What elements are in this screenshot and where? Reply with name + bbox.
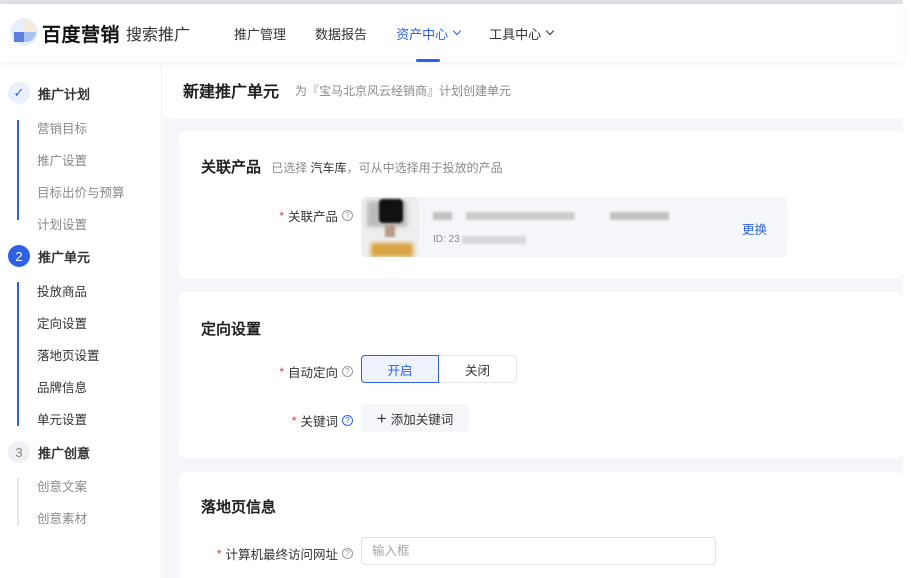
step-promotion-unit[interactable]: 2 推广单元 xyxy=(8,245,90,267)
step-promotion-plan[interactable]: ✓ 推广计划 xyxy=(8,82,90,104)
page-subtitle: 为『宝马北京风云经销商』计划创建单元 xyxy=(295,83,512,98)
keyword-label: * 关键词 ? xyxy=(239,411,353,430)
section-title: 关联产品 已选择 汽车库，可从中选择用于投放的产品 xyxy=(201,156,503,177)
sidebar-item-plan-settings[interactable]: 计划设置 xyxy=(37,218,88,232)
page-header: 新建推广单元 为『宝马北京风云经销商』计划创建单元 xyxy=(163,62,903,118)
replace-product-button[interactable]: 更换 xyxy=(741,223,767,237)
browser-top-strip xyxy=(0,0,903,4)
sidebar-item-landing-page[interactable]: 落地页设置 xyxy=(37,349,100,363)
step-label: 推广创意 xyxy=(38,445,91,461)
check-icon: ✓ xyxy=(8,82,30,104)
product-thumbnail xyxy=(361,197,419,257)
sidebar-item-brand-info[interactable]: 品牌信息 xyxy=(37,381,88,395)
required-asterisk: * xyxy=(216,546,222,561)
product-section: 关联产品 已选择 汽车库，可从中选择用于投放的产品 * 关联产品 ? ID: 2… xyxy=(179,131,903,278)
auto-targeting-toggle: 开启 关闭 xyxy=(361,355,517,383)
logo-brand: 百度营销 xyxy=(42,24,121,46)
logo[interactable]: 百度营销 搜索推广 xyxy=(10,18,190,48)
section-title: 落地页信息 xyxy=(201,499,277,516)
sidebar-item-targeting[interactable]: 定向设置 xyxy=(37,317,88,331)
nav-tool-center[interactable]: 工具中心 xyxy=(489,4,555,62)
section-title: 定向设置 xyxy=(201,321,262,338)
auto-targeting-off-button[interactable]: 关闭 xyxy=(439,355,517,383)
chevron-down-icon xyxy=(452,26,462,36)
step-promotion-creative[interactable]: 3 推广创意 xyxy=(8,441,90,463)
nav-label: 资产中心 xyxy=(396,26,449,42)
step-progress-line xyxy=(17,120,19,220)
nav-asset-center[interactable]: 资产中心 xyxy=(396,4,462,62)
required-asterisk: * xyxy=(279,208,284,223)
page-title: 新建推广单元 xyxy=(183,84,280,101)
help-icon[interactable]: ? xyxy=(342,210,353,221)
url-field-label: * 计算机最终访问网址 ? xyxy=(199,544,353,563)
step-progress-line xyxy=(17,478,19,526)
chevron-down-icon xyxy=(545,26,555,36)
nav-promotion-management[interactable]: 推广管理 xyxy=(234,4,286,62)
required-asterisk: * xyxy=(279,364,284,379)
required-asterisk: * xyxy=(291,413,297,428)
nav-label: 工具中心 xyxy=(489,26,542,42)
plus-icon: + xyxy=(376,408,387,428)
add-keyword-button[interactable]: + 添加关键词 xyxy=(361,404,469,432)
baidu-marketing-logo-icon xyxy=(10,18,40,48)
auto-targeting-label: * 自动定向 ? xyxy=(239,362,353,381)
section-title-text: 关联产品 xyxy=(201,159,262,176)
product-field-label: * 关联产品 ? xyxy=(239,206,353,225)
help-icon[interactable]: ? xyxy=(342,548,353,559)
sidebar-item-bid-budget[interactable]: 目标出价与预算 xyxy=(37,186,125,200)
auto-targeting-on-button[interactable]: 开启 xyxy=(361,355,439,383)
step-progress-line xyxy=(17,282,19,426)
selected-product-card: ID: 23 更换 xyxy=(361,197,787,257)
step-label: 推广单元 xyxy=(38,249,91,265)
targeting-section: 定向设置 * 自动定向 ? 开启 关闭 * 关键词 ? + 添加关键词 xyxy=(179,292,903,458)
step-sidebar: ✓ 推广计划 营销目标 推广设置 目标出价与预算 计划设置 2 推广单元 投放商… xyxy=(0,62,162,578)
help-icon[interactable]: ? xyxy=(342,366,353,377)
sidebar-item-marketing-goal[interactable]: 营销目标 xyxy=(37,122,88,136)
step-number-badge: 3 xyxy=(8,441,30,463)
main-content: 新建推广单元 为『宝马北京风云经销商』计划创建单元 关联产品 已选择 汽车库，可… xyxy=(163,62,903,578)
sidebar-item-unit-settings[interactable]: 单元设置 xyxy=(37,413,88,427)
product-name-redacted xyxy=(433,212,669,220)
sidebar-item-creative-copy[interactable]: 创意文案 xyxy=(37,480,88,494)
top-header: 百度营销 搜索推广 推广管理 数据报告 资产中心 工具中心 xyxy=(0,4,903,62)
nav-label: 推广管理 xyxy=(234,26,287,42)
logo-product: 搜索推广 xyxy=(126,27,191,44)
nav-data-reports[interactable]: 数据报告 xyxy=(315,4,367,62)
main-nav: 推广管理 数据报告 资产中心 工具中心 xyxy=(234,4,582,62)
final-url-input[interactable] xyxy=(361,537,716,565)
step-label: 推广计划 xyxy=(38,86,91,102)
library-name: 汽车库 xyxy=(310,161,347,175)
sidebar-item-products[interactable]: 投放商品 xyxy=(37,285,88,299)
help-icon[interactable]: ? xyxy=(342,415,353,426)
landing-page-section: 落地页信息 * 计算机最终访问网址 ? xyxy=(179,472,903,578)
product-id: ID: 23 xyxy=(433,234,526,245)
sidebar-item-creative-assets[interactable]: 创意素材 xyxy=(37,512,88,526)
nav-label: 数据报告 xyxy=(315,26,368,42)
sidebar-item-promotion-settings[interactable]: 推广设置 xyxy=(37,154,88,168)
step-number-badge: 2 xyxy=(8,245,30,267)
section-hint: 已选择 汽车库，可从中选择用于投放的产品 xyxy=(271,161,503,175)
